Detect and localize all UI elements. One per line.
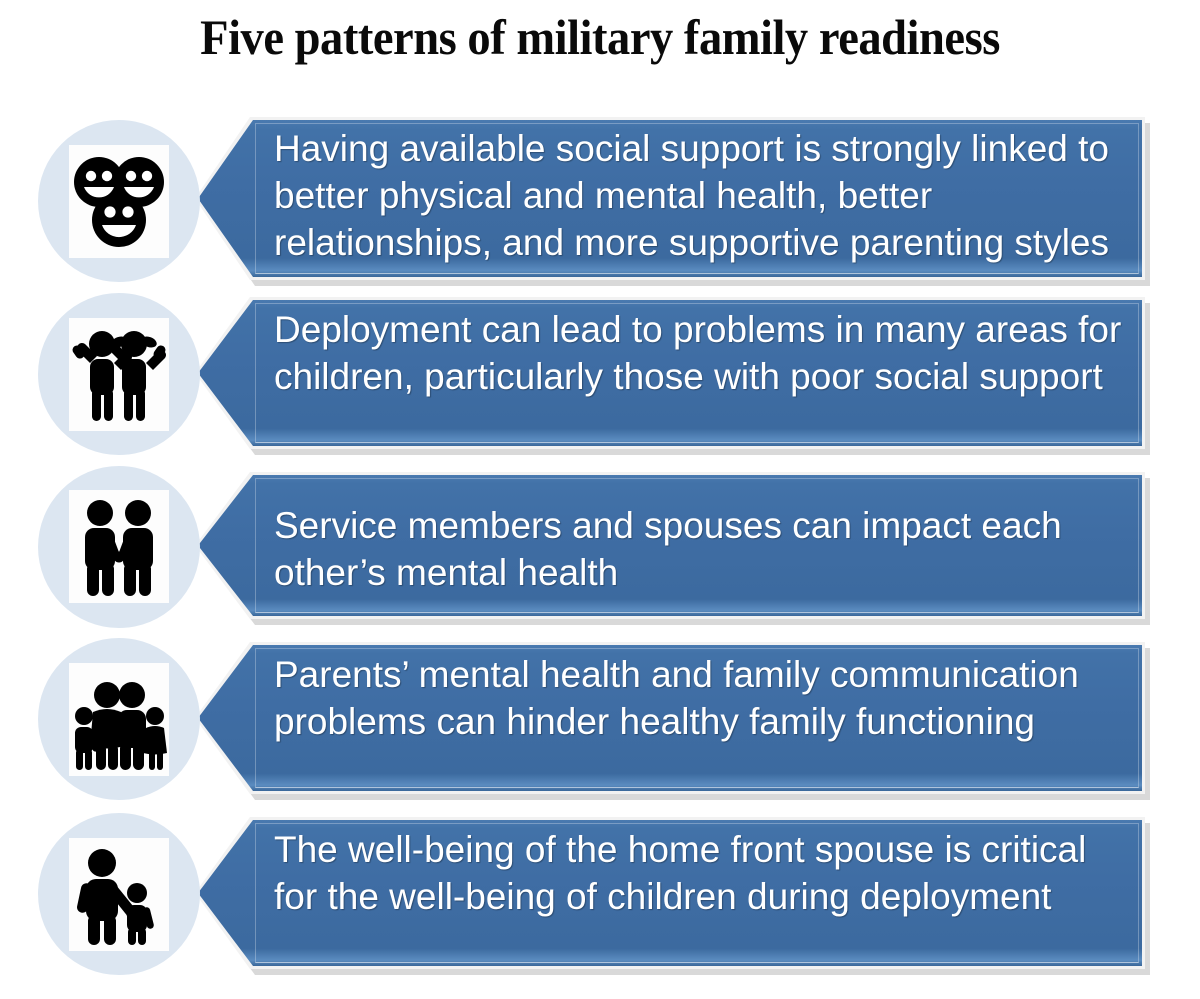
banner-text-5: The well-being of the home front spouse … [274,829,1087,917]
parent-and-child-icon [69,838,169,951]
banner-3[interactable]: Service members and spouses can impact e… [198,475,1142,616]
banner-4[interactable]: Parents’ mental health and family commun… [198,645,1142,791]
banner-5[interactable]: The well-being of the home front spouse … [198,820,1142,966]
banner-2[interactable]: Deployment can lead to problems in many … [198,300,1142,446]
page-title: Five patterns of military family readine… [200,9,1000,65]
two-children-arms-raised-icon [69,318,169,431]
family-of-four-icon [69,663,169,776]
banner-text-4: Parents’ mental health and family commun… [274,654,1079,742]
three-smiley-faces-icon [69,145,169,258]
banner-text-2: Deployment can lead to problems in many … [274,309,1122,397]
banner-text-1: Having available social support is stron… [274,128,1110,263]
banner-1[interactable]: Having available social support is stron… [198,120,1142,277]
banner-text-3: Service members and spouses can impact e… [274,505,1062,593]
couple-holding-hands-icon [69,490,169,603]
